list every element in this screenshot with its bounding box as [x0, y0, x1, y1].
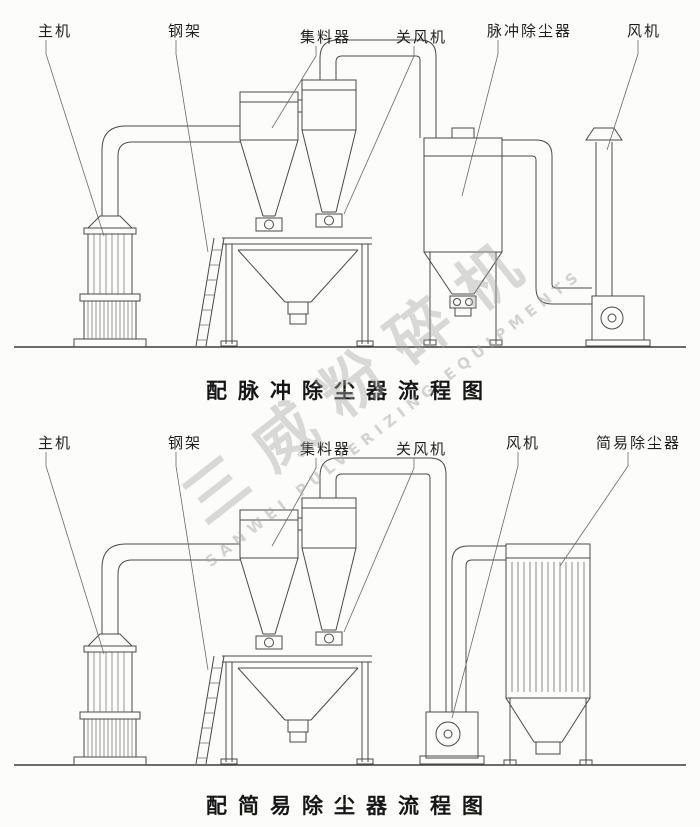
label-steel-frame-bottom: 钢架	[168, 434, 203, 452]
main-mill-drawing-bottom	[73, 543, 240, 766]
label-fan-bottom: 风机	[506, 434, 541, 452]
flow-diagram-simple	[14, 452, 686, 766]
label-cyclone-collector-top: 集料器	[300, 28, 352, 46]
leader-lines-top	[45, 40, 639, 253]
label-simple-dust-collector: 简易除尘器	[596, 434, 682, 452]
simple-dust-collector-drawing	[503, 543, 593, 766]
label-airlock-bottom: 关风机	[396, 440, 448, 458]
support-frame-drawing-bottom	[220, 655, 374, 765]
label-main-machine-bottom: 主机	[38, 434, 73, 452]
ladder-drawing-top	[195, 237, 225, 347]
ladder-drawing-bottom	[195, 655, 225, 765]
label-steel-frame-top: 钢架	[168, 22, 203, 40]
label-cyclone-collector-bottom: 集料器	[300, 440, 352, 458]
pulse-dust-collector-drawing	[423, 127, 592, 346]
label-pulse-dust-collector: 脉冲除尘器	[487, 22, 573, 40]
label-airlock-top: 关风机	[396, 28, 448, 46]
diagram-title-simple: 配简易除尘器流程图	[206, 794, 494, 818]
support-frame-drawing-top	[220, 237, 374, 347]
leader-lines-bottom	[45, 452, 629, 719]
cyclone-collector-drawing-bottom	[239, 457, 447, 712]
fan-drawing-bottom	[419, 545, 506, 765]
fan-stack-drawing	[585, 127, 651, 347]
main-mill-drawing-top	[73, 125, 240, 348]
cyclone-collector-drawing-top	[239, 39, 437, 232]
diagram-title-pulse: 配脉冲除尘器流程图	[206, 379, 494, 403]
label-main-machine-top: 主机	[38, 22, 73, 40]
label-fan-top: 风机	[627, 22, 662, 40]
flow-diagram-pulse	[14, 39, 686, 348]
